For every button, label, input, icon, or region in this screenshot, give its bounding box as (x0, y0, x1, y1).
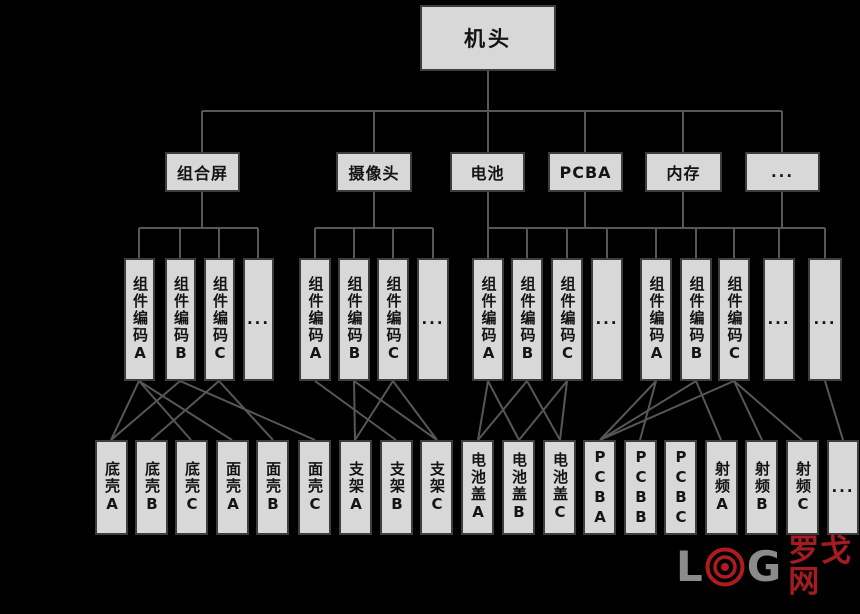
tree-node-part: ... (827, 440, 859, 535)
tree-node-level2: 摄像头 (336, 152, 412, 192)
logo-target-icon (704, 546, 746, 588)
tree-node-component-code: 组件编码A (299, 258, 331, 381)
tree-node-component-code: 组件编码A (124, 258, 155, 381)
tree-node-level2: 内存 (645, 152, 722, 192)
tree-node-part: PCBB (624, 440, 657, 535)
crossing-link (599, 380, 657, 441)
tree-node-component-code: 组件编码A (472, 258, 504, 381)
tree-node-part: 支架C (420, 440, 453, 535)
crossing-link (733, 380, 763, 441)
logo-letter-l: L (676, 542, 703, 591)
tree-node-part: 射频A (705, 440, 738, 535)
tree-node-part: 电池盖C (543, 440, 576, 535)
tree-node-level2: 组合屏 (165, 152, 240, 192)
tree-node-component-code: 组件编码A (640, 258, 672, 381)
tree-node-component-code: 组件编码C (377, 258, 409, 381)
tree-node-component-code: 组件编码C (718, 258, 750, 381)
crossing-link (353, 380, 356, 441)
tree-node-component-code: ... (243, 258, 274, 381)
tree-node-component-code: 组件编码C (204, 258, 235, 381)
tree-node-part: 射频B (745, 440, 778, 535)
crossing-link (110, 380, 140, 441)
tree-node-component-code: 组件编码B (511, 258, 543, 381)
crossing-link (477, 380, 528, 441)
crossing-link (392, 380, 438, 441)
crossing-link (353, 380, 438, 441)
tree-node-component-code: ... (591, 258, 623, 381)
tree-node-component-code: 组件编码B (165, 258, 196, 381)
logo-cn-text: 罗戈网 (788, 533, 853, 600)
crossing-link (599, 380, 697, 441)
crossing-link (733, 380, 803, 441)
tree-node-component-code: ... (808, 258, 842, 381)
tree-node-part: 电池盖B (502, 440, 535, 535)
crossing-link (218, 380, 274, 441)
tree-node-component-code: ... (763, 258, 795, 381)
crossing-link (110, 380, 181, 441)
tree-node-part: 底壳A (95, 440, 128, 535)
tree-node-level2: PCBA (548, 152, 623, 192)
crossing-link (599, 380, 735, 441)
crossing-link (354, 380, 394, 441)
tree-node-part: 面壳C (298, 440, 331, 535)
crossing-link (150, 380, 220, 441)
tree-node-part: PCBC (664, 440, 697, 535)
crossing-link (477, 380, 489, 441)
tree-node-component-code: 组件编码C (551, 258, 583, 381)
tree-node-component-code: 组件编码B (338, 258, 370, 381)
crossing-link (179, 380, 316, 441)
crossing-link (138, 380, 192, 441)
tree-node-part: 支架B (380, 440, 413, 535)
logo: L G 罗戈网 (676, 536, 860, 598)
tree-node-level2: ... (745, 152, 820, 192)
tree-node-part: 底壳C (175, 440, 208, 535)
tree-node-part: 面壳A (216, 440, 249, 535)
tree-node-part: 底壳B (135, 440, 168, 535)
tree-node-part: 支架A (339, 440, 372, 535)
crossing-link (824, 380, 844, 441)
tree-node-part: 面壳B (256, 440, 289, 535)
logo-letter-g: G (746, 542, 782, 591)
tree-node-part: PCBA (583, 440, 616, 535)
tree-node-level2: 电池 (450, 152, 525, 192)
tree-node-component-code: ... (417, 258, 449, 381)
tree-node-part: 射频C (786, 440, 819, 535)
tree-node-root: 机头 (420, 5, 556, 71)
crossing-link (695, 380, 722, 441)
tree-node-part: 电池盖A (461, 440, 494, 535)
tree-node-component-code: 组件编码B (680, 258, 712, 381)
crossing-link (518, 380, 568, 441)
crossing-link (559, 380, 568, 441)
